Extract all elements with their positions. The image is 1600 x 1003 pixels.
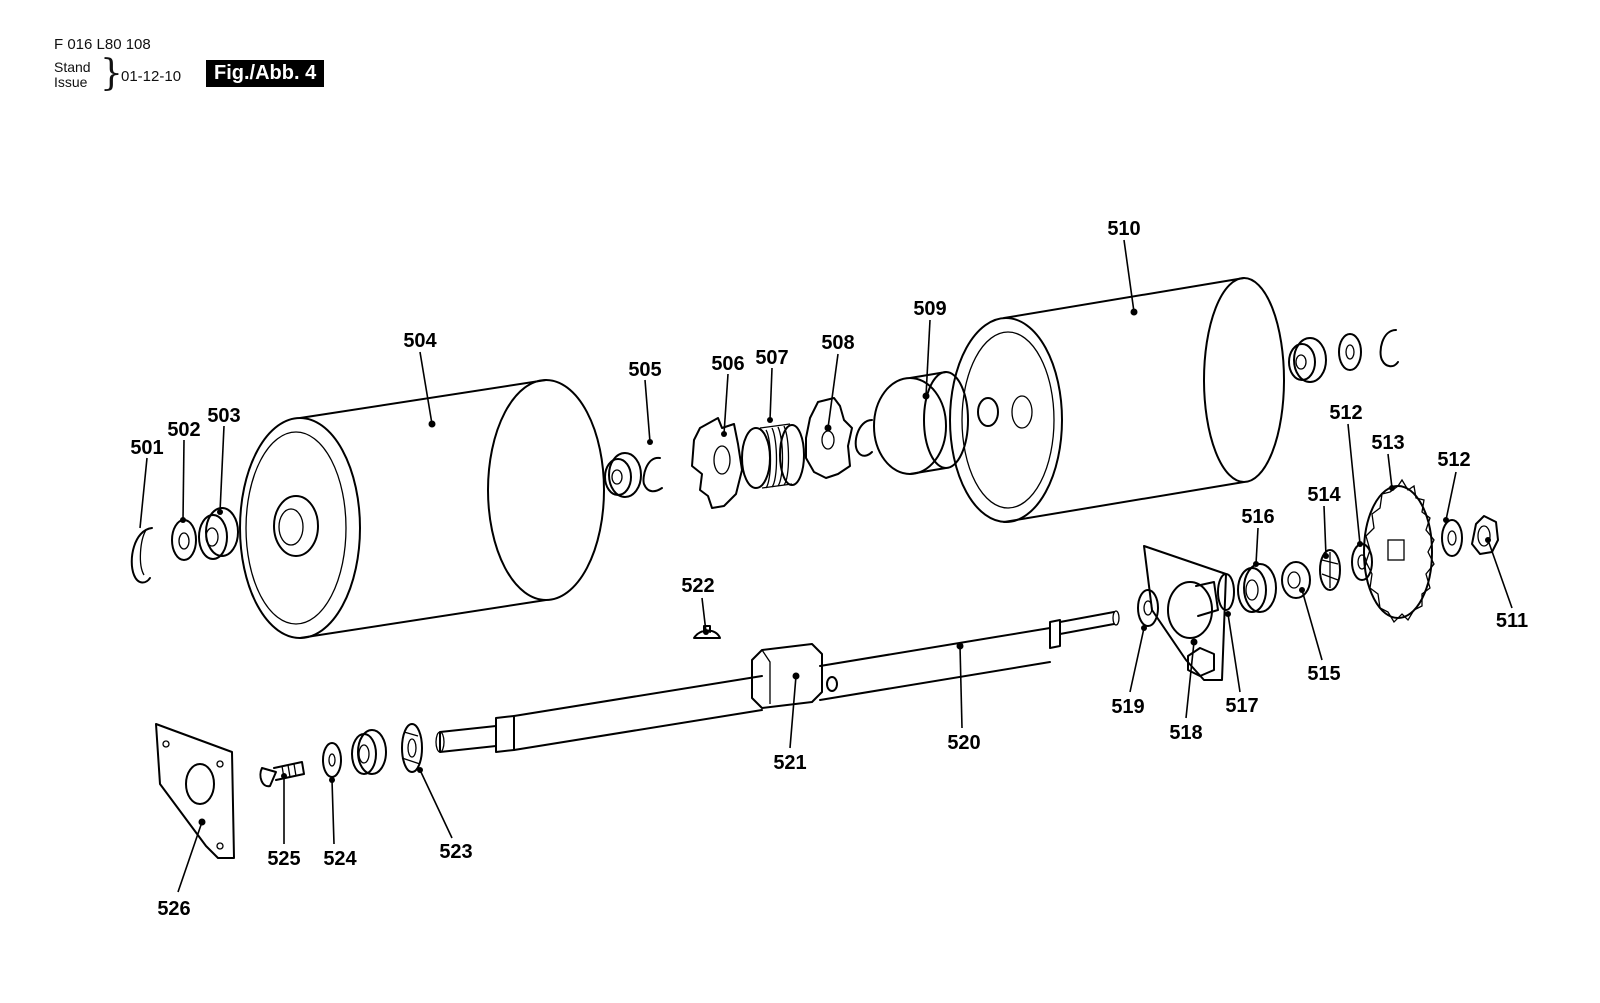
document-code: F 016 L80 108 [54, 36, 151, 53]
callout-504: 504 [403, 330, 437, 352]
callout-510: 510 [1107, 218, 1140, 240]
circlip-509 [854, 419, 873, 457]
shaft-520 [435, 610, 1120, 753]
issue-date: 01-12-10 [121, 68, 182, 85]
callout-518: 518 [1169, 722, 1202, 744]
callout-523: 523 [439, 841, 472, 863]
stand-label: Stand [54, 59, 91, 75]
callout-517: 517 [1225, 695, 1258, 717]
callout-514: 514 [1307, 484, 1341, 506]
bearing-bottom [351, 729, 387, 775]
bracket-518 [1143, 545, 1227, 681]
callout-515: 515 [1307, 663, 1340, 685]
brace: } [100, 53, 123, 94]
washer-523 [401, 723, 423, 773]
callout-503: 503 [207, 405, 240, 427]
callout-509: 509 [913, 298, 946, 320]
callout-506: 506 [711, 353, 744, 375]
bearing-505 [604, 452, 663, 498]
washer-524 [322, 742, 342, 778]
callout-505: 505 [628, 359, 661, 381]
roller-510 [949, 277, 1285, 523]
sprocket-513 [1363, 478, 1435, 624]
callout-502: 502 [167, 419, 200, 441]
washer-514 [1319, 549, 1341, 591]
callout-516: 516 [1241, 506, 1274, 528]
leader-lines [139, 239, 1513, 893]
callout-526: 526 [157, 898, 190, 920]
flange-508 [805, 397, 853, 479]
bearing-516 [1237, 563, 1277, 613]
callout-521: 521 [773, 752, 806, 774]
callout-512-right: 512 [1437, 449, 1470, 471]
bearing-right [1288, 329, 1399, 383]
callout-513: 513 [1371, 432, 1404, 454]
washer-517 [1217, 573, 1235, 611]
callout-512-left: 512 [1329, 402, 1362, 424]
bearing-503 [198, 507, 239, 560]
callout-520: 520 [947, 732, 980, 754]
callout-525: 525 [267, 848, 300, 870]
collar-521 [751, 643, 838, 709]
cap-522 [693, 625, 721, 639]
washer-502 [171, 519, 197, 561]
screw-525 [259, 761, 305, 788]
leader-dots [180, 308, 1491, 826]
callout-507: 507 [755, 347, 788, 369]
nut-511 [1471, 515, 1499, 555]
stand-issue-labels: Stand Issue [54, 60, 91, 90]
bushing-515 [1281, 561, 1311, 599]
flange-506 [691, 417, 743, 509]
callouts: 501 502 503 504 505 506 507 508 509 510 … [130, 218, 1528, 920]
bracket-526 [155, 723, 235, 859]
sleeve-509 [873, 371, 969, 475]
washer-512b [1441, 519, 1463, 557]
roller-504 [239, 379, 605, 639]
callout-522: 522 [681, 575, 714, 597]
callout-524: 524 [323, 848, 357, 870]
washer-519 [1137, 589, 1159, 627]
circlip-501 [130, 527, 153, 584]
callout-508: 508 [821, 332, 854, 354]
callout-501: 501 [130, 437, 163, 459]
figure-label: Fig./Abb. 4 [206, 60, 325, 87]
issue-label: Issue [54, 74, 88, 90]
washer-512a [1351, 543, 1373, 581]
spring-507 [741, 423, 805, 489]
callout-511: 511 [1496, 610, 1528, 632]
callout-519: 519 [1111, 696, 1144, 718]
